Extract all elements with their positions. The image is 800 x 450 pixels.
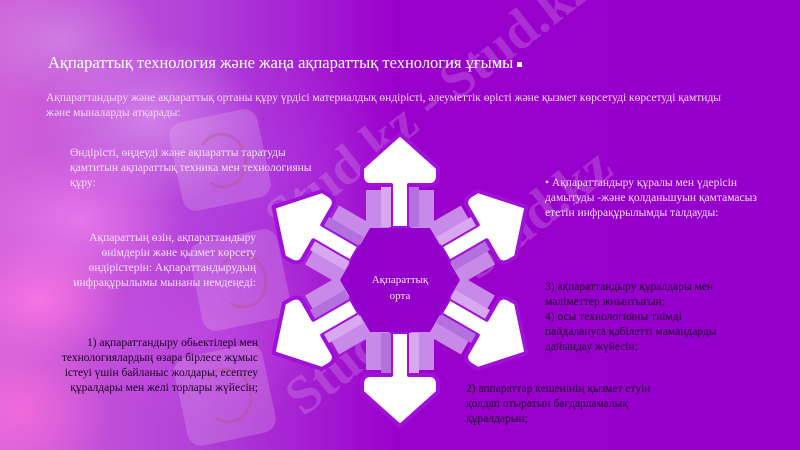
right-block-3: 2) аппараттар кешенінің қызмет етуін қол…: [466, 383, 651, 425]
center-label-line1: Ақпараттық: [371, 274, 429, 286]
right-block-2: 3) ақпараттандыру құралдары мен мәліметт…: [545, 281, 717, 353]
left-block-2: Ақпараттың өзін, ақпараттандыру өнімдері…: [73, 232, 256, 289]
arrow-up-icon: [360, 132, 440, 232]
center-label-line2: орта: [389, 290, 411, 302]
intro-paragraph: Ақпараттандыру және ақпараттық ортаны құ…: [46, 92, 722, 119]
arrow-down-icon: [360, 328, 440, 428]
slide-title: Ақпараттық технология және жаңа ақпаратт…: [48, 53, 523, 73]
center-label: Ақпараттық орта: [350, 272, 450, 304]
slide-title-text: Ақпараттық технология және жаңа ақпаратт…: [48, 53, 514, 72]
bullet-square-icon: [517, 61, 523, 67]
center-hexagon: [340, 228, 460, 332]
left-block-1: Өндірісті, өңдеуді және ақпаратты тарату…: [70, 147, 312, 189]
right-block-1: • Ақпараттандыру құралы мен үдерісін дам…: [545, 177, 757, 219]
left-block-3: 1) ақпараттандыру обьектілері мен технол…: [61, 337, 258, 394]
radial-arrows-diagram: [270, 132, 530, 428]
